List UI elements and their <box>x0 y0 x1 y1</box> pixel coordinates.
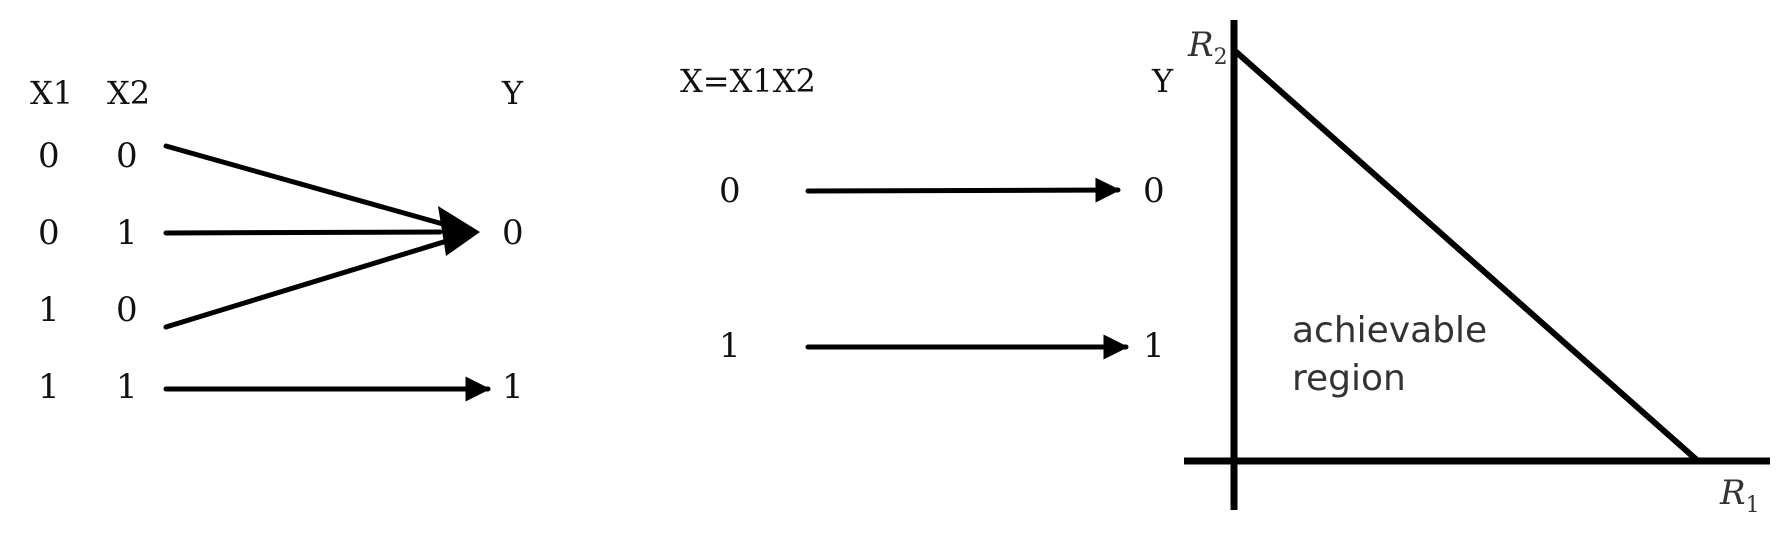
r2-axis-label: R2 <box>1187 25 1228 70</box>
middle-channel-diagram: X=X1X2 Y 0 1 0 1 <box>680 62 1174 366</box>
rate-region-plot: R2 R1 achievable region <box>1184 20 1770 518</box>
row3-x2: 1 <box>116 367 138 407</box>
row2-x2: 0 <box>116 290 138 330</box>
middle-output-1: 1 <box>1143 326 1165 366</box>
row0-x2: 0 <box>116 136 138 176</box>
arrow-00-to-0 <box>163 143 453 229</box>
middle-arrow-0 <box>805 177 1121 203</box>
r2-axis-subscript: 2 <box>1214 45 1228 70</box>
r1-axis-subscript: 1 <box>1746 493 1760 518</box>
output-1: 1 <box>502 367 524 407</box>
arrowhead-to-0 <box>438 206 480 256</box>
left-channel-diagram: X1 X2 Y 0 0 0 1 1 0 1 1 0 1 <box>30 74 524 407</box>
middle-input-0: 0 <box>719 171 741 211</box>
middle-output-0: 0 <box>1143 171 1165 211</box>
row3-x1: 1 <box>38 367 60 407</box>
region-boundary <box>1231 47 1701 464</box>
r2-axis-symbol: R <box>1187 25 1214 65</box>
row1-x1: 0 <box>38 213 60 253</box>
region-label-line2: region <box>1292 358 1406 399</box>
region-label-line1: achievable <box>1292 310 1487 351</box>
arrow-10-to-0 <box>163 237 453 330</box>
arrow-01-to-0 <box>163 229 443 236</box>
row0-x1: 0 <box>38 136 60 176</box>
r1-axis-symbol: R <box>1719 473 1746 513</box>
header-y-middle: Y <box>1151 62 1174 100</box>
header-x2: X2 <box>107 74 150 112</box>
row2-x1: 1 <box>38 290 60 330</box>
r1-axis-label: R1 <box>1719 473 1760 518</box>
header-y: Y <box>501 74 524 112</box>
output-0: 0 <box>502 213 524 253</box>
middle-input-1: 1 <box>719 326 741 366</box>
header-x1: X1 <box>30 74 73 112</box>
row1-x2: 1 <box>116 213 138 253</box>
header-x-product: X=X1X2 <box>680 62 816 100</box>
